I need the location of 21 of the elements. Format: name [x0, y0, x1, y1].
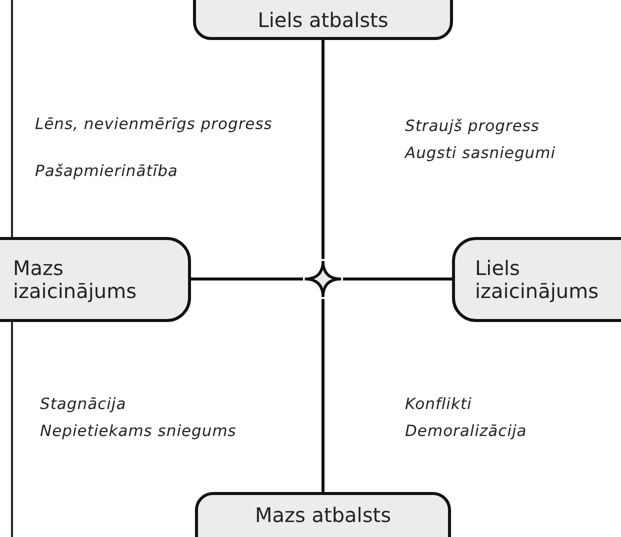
- rounded-box: [195, 492, 451, 537]
- star-junction: [303, 259, 343, 299]
- box-label: Liels izaicinājums: [475, 256, 600, 302]
- quadrant-note: Pašapmierinātība: [35, 163, 178, 180]
- quadrant-note: Stagnācija: [40, 396, 126, 412]
- quadrant-note: Nepietiekams sniegums: [40, 423, 236, 440]
- connector-line: [343, 278, 452, 280]
- quadrant-note: Konflikti: [405, 396, 472, 412]
- quadrant-note: Straujš progress: [405, 118, 540, 134]
- connector-line: [191, 278, 303, 280]
- box-label: Liels atbalsts: [258, 8, 388, 32]
- box-label: Mazs izaicinājums: [13, 256, 138, 302]
- rounded-box: [452, 237, 621, 322]
- quadrant-note: Augsti sasniegumi: [405, 145, 556, 162]
- quadrant-note: Demoralizācija: [405, 423, 527, 440]
- rounded-box: [0, 237, 191, 322]
- box-label: Mazs atbalsts: [254, 504, 392, 526]
- connector-line: [322, 299, 324, 492]
- connector-line: [322, 40, 324, 259]
- rounded-box: [193, 0, 453, 40]
- quadrant-note: Lēns, nevienmērīgs progress: [35, 116, 272, 132]
